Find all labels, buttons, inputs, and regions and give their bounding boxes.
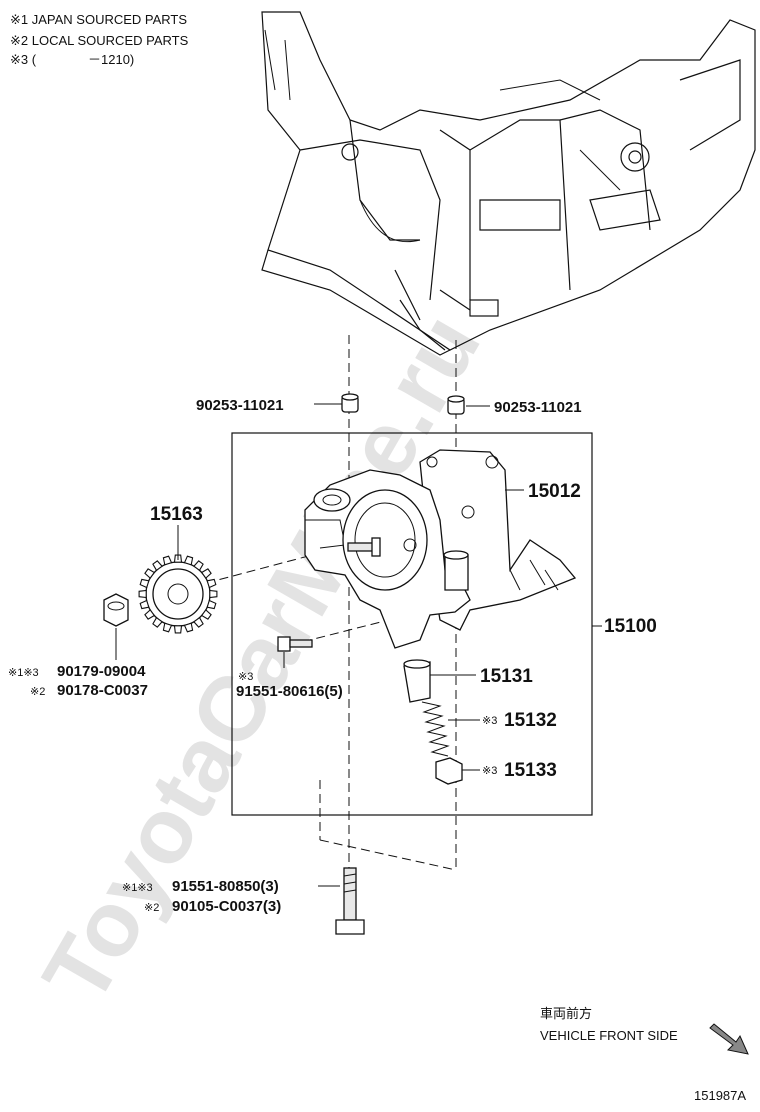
engine-block-drawing [261,11,756,356]
sprocket-tooth [162,622,173,633]
sprocket-tooth [200,568,212,579]
small-bolt-drawing [277,636,313,652]
sprocket-drawing [138,554,218,634]
sprocket-tooth [138,589,147,599]
note-range-suffix: －1210) [88,52,134,67]
sprocket-tooth [183,622,194,633]
long-bolt-drawing [335,867,365,935]
note-local-sourced: ※2 LOCAL SOURCED PARTS [10,33,189,48]
stud-pin-right [447,395,465,415]
sprocket-tooth [200,609,212,620]
callout-valve: 15131 [480,666,533,687]
sprocket-tooth [139,578,150,589]
sprocket-tooth [206,599,217,610]
callout-plug-mark: ※3 [482,765,497,777]
callout-bolt-small: 91551-80616(5) [236,683,343,700]
callout-nut1: 90179-09004 [57,663,146,680]
callout-stud-right: 90253-11021 [494,399,582,416]
front-direction-arrow-icon [709,1023,749,1055]
oil-pump-drawing [304,449,577,649]
sprocket-tooth [209,589,218,599]
alignment-line-diag [319,839,457,871]
sprocket-tooth [183,555,194,566]
callout-assembly: 15100 [604,616,657,637]
direction-label-english: VEHICLE FRONT SIDE [540,1028,678,1043]
assembly-frame [231,432,593,816]
note-japan-sourced: ※1 JAPAN SOURCED PARTS [10,12,187,27]
plug-drawing [435,757,463,785]
nut-drawing [103,593,129,627]
sprocket-tooth [206,578,217,589]
callout-cover: 15012 [528,481,581,502]
callout-plug: 15133 [504,760,557,781]
spring-drawing [421,701,450,757]
callout-sprocket: 15163 [150,504,203,525]
callout-bolt-long-mark1: ※1※3 [122,882,153,894]
callout-nut-mark2: ※2 [30,686,45,698]
stud-pin-left [341,393,359,413]
callout-stud-left: 90253-11021 [196,397,284,414]
callout-bolt-small-mark: ※3 [238,671,253,683]
sprocket-tooth [144,568,156,579]
sprocket-tooth [162,555,173,566]
note-range-prefix: ※3 ( [10,52,37,67]
figure-id: 151987A [694,1088,746,1103]
sprocket-tooth [152,560,163,572]
callout-nut-mark1: ※1※3 [8,667,39,679]
sprocket-tooth [152,616,163,628]
sprocket-tooth [193,560,204,572]
sprocket-tooth [173,625,183,634]
callout-bolt-long1: 91551-80850(3) [172,878,279,895]
callout-bolt-long2: 90105-C0037(3) [172,898,281,915]
direction-label-japanese: 車両前方 [540,1006,592,1021]
sprocket-tooth [193,616,204,628]
callout-bolt-long-mark2: ※2 [144,902,159,914]
callout-spring-mark: ※3 [482,715,497,727]
callout-nut2: 90178-C0037 [57,682,148,699]
sprocket-tooth [144,609,156,620]
relief-valve-drawing [403,659,431,703]
sprocket-tooth [139,599,150,610]
callout-spring: 15132 [504,710,557,731]
